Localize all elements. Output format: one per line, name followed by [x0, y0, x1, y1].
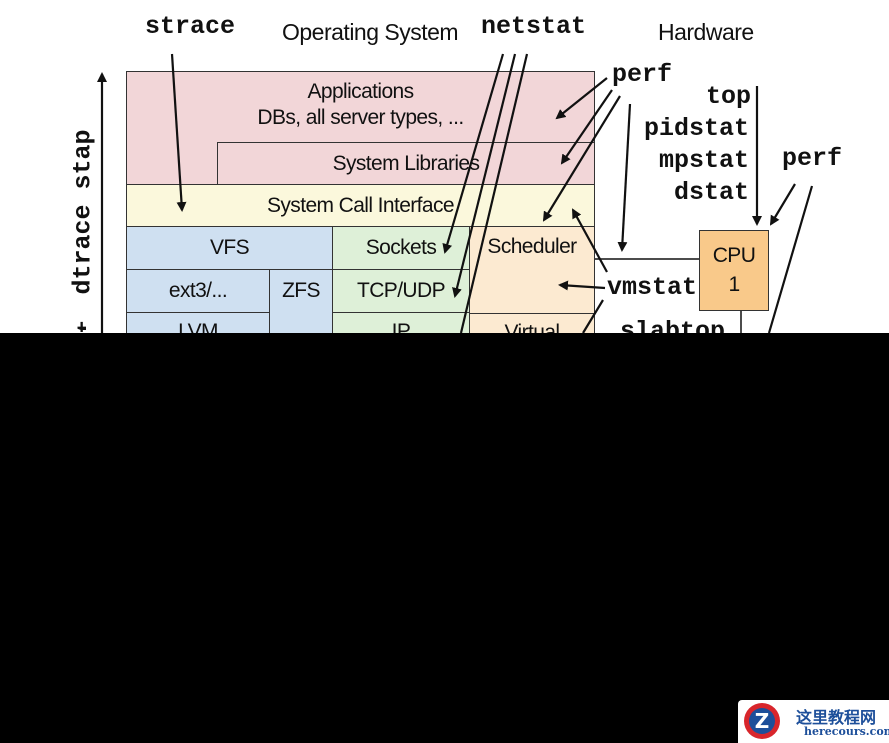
- applications-subtitle: DBs, all server types, ...: [257, 106, 464, 129]
- perf-arrow-down: [617, 103, 632, 252]
- sockets-box: Sockets: [332, 226, 470, 270]
- vfs-box: VFS: [126, 226, 333, 270]
- watermark-logo: Z 这里教程网 herecours.com: [738, 700, 889, 743]
- perf-label-top: perf: [612, 60, 673, 89]
- cpu-box: CPU 1: [699, 230, 769, 311]
- ext3-label: ext3/...: [168, 279, 228, 302]
- system-call-interface-layer: System Call Interface: [126, 184, 595, 227]
- cpu-label: CPU: [712, 244, 756, 268]
- vfs-label: VFS: [209, 236, 250, 259]
- dstat-label: dstat: [674, 178, 750, 207]
- netstat-arrow-2: [452, 53, 517, 298]
- scheduler-label: Scheduler: [487, 235, 577, 258]
- zfs-label: ZFS: [282, 279, 320, 302]
- tcp-udp-label: TCP/UDP: [357, 279, 446, 302]
- system-libraries-layer: System Libraries: [217, 142, 595, 185]
- os-header: Operating System: [282, 19, 459, 45]
- perf-arrow-apps: [555, 77, 608, 120]
- vmstat-arrow-syscall: [572, 208, 608, 273]
- watermark-url: herecours.com: [804, 725, 889, 738]
- sockets-label: Sockets: [365, 236, 437, 259]
- netstat-label: netstat: [481, 12, 587, 41]
- perf-label-right: perf: [782, 144, 843, 173]
- hardware-header: Hardware: [658, 19, 754, 45]
- perf-right-arrow-cpu: [769, 183, 796, 226]
- z-logo-icon: Z: [744, 703, 780, 739]
- system-call-interface-label: System Call Interface: [267, 193, 455, 217]
- netstat-arrow-1: [442, 53, 505, 254]
- blacked-out-region: [0, 333, 889, 743]
- vmstat-label: vmstat: [607, 273, 698, 302]
- strace-arrow: [170, 53, 187, 212]
- vmstat-arrow-down: [582, 299, 604, 334]
- zfs-box: ZFS: [269, 269, 333, 333]
- system-libraries-label: System Libraries: [332, 152, 480, 175]
- cpu-number: 1: [728, 272, 740, 296]
- vmstat-arrow-scheduler: [558, 280, 606, 291]
- pidstat-label: pidstat: [644, 114, 750, 143]
- slabtop-label-partial: slabtop: [620, 317, 726, 333]
- perf-right-arrow-down: [767, 185, 814, 334]
- watermark-cn-text: 这里教程网: [796, 708, 877, 727]
- top-label: top: [706, 82, 752, 111]
- mpstat-label: mpstat: [659, 146, 750, 175]
- applications-title: Applications: [307, 80, 414, 103]
- strace-label: strace: [145, 12, 236, 41]
- netstat-arrow-3: [459, 53, 529, 334]
- ext3-box: ext3/...: [126, 269, 270, 313]
- perf-arrow-syscall: [542, 95, 621, 222]
- perf-arrow-libs: [560, 89, 613, 165]
